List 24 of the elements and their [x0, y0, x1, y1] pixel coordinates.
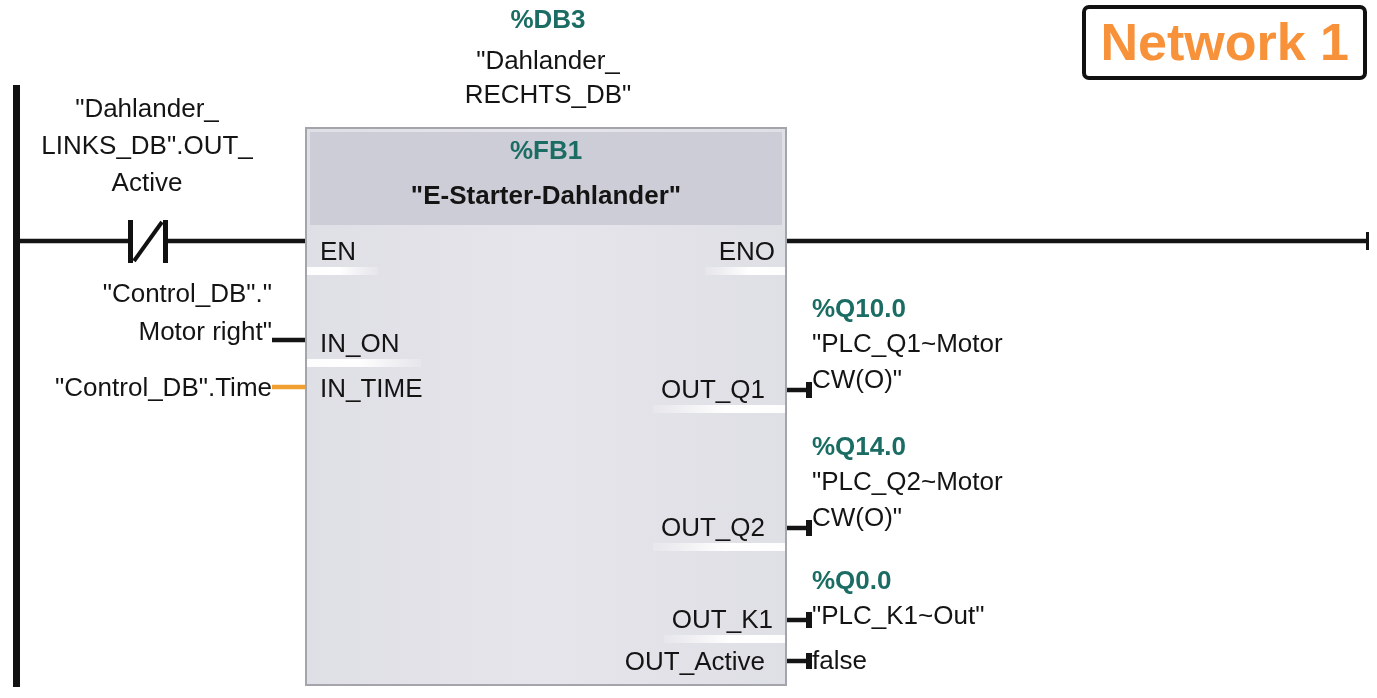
operand-label: false — [812, 642, 867, 678]
network-title: Network 1 — [1082, 5, 1367, 80]
operand-label: "PLC_Q1~Motor CW(O)" — [812, 327, 1004, 396]
block-address: %FB1 — [509, 135, 583, 165]
operand-label: "Dahlander_ LINKS_DB".OUT_ Active — [40, 92, 254, 199]
normally-closed-contact-symbol — [128, 220, 168, 263]
pin-label: IN_TIME — [307, 373, 427, 403]
block-title: "E-Starter-Dahlander" — [410, 180, 682, 210]
connection-line — [272, 384, 307, 390]
pin-label: OUT_Active — [620, 646, 785, 676]
function-block — [305, 127, 787, 686]
operand-address: %Q10.0 — [812, 292, 907, 325]
rung-line — [168, 238, 307, 244]
operand-label: "PLC_Q2~Motor CW(O)" — [812, 465, 1004, 534]
instance-db-address: %DB3 — [510, 3, 586, 35]
connection-line — [272, 337, 307, 343]
operand-address: %Q14.0 — [812, 430, 907, 463]
instance-db-label: "Dahlander_ RECHTS_DB" — [463, 44, 633, 111]
operand-address: %Q0.0 — [812, 564, 893, 597]
rung-line — [20, 238, 128, 244]
operand-label: "Control_DB".Time — [55, 368, 272, 406]
power-rail — [13, 85, 20, 687]
operand-label: "Control_DB"." Motor right" — [57, 274, 272, 350]
operand-label: "PLC_K1~Out" — [812, 599, 985, 632]
